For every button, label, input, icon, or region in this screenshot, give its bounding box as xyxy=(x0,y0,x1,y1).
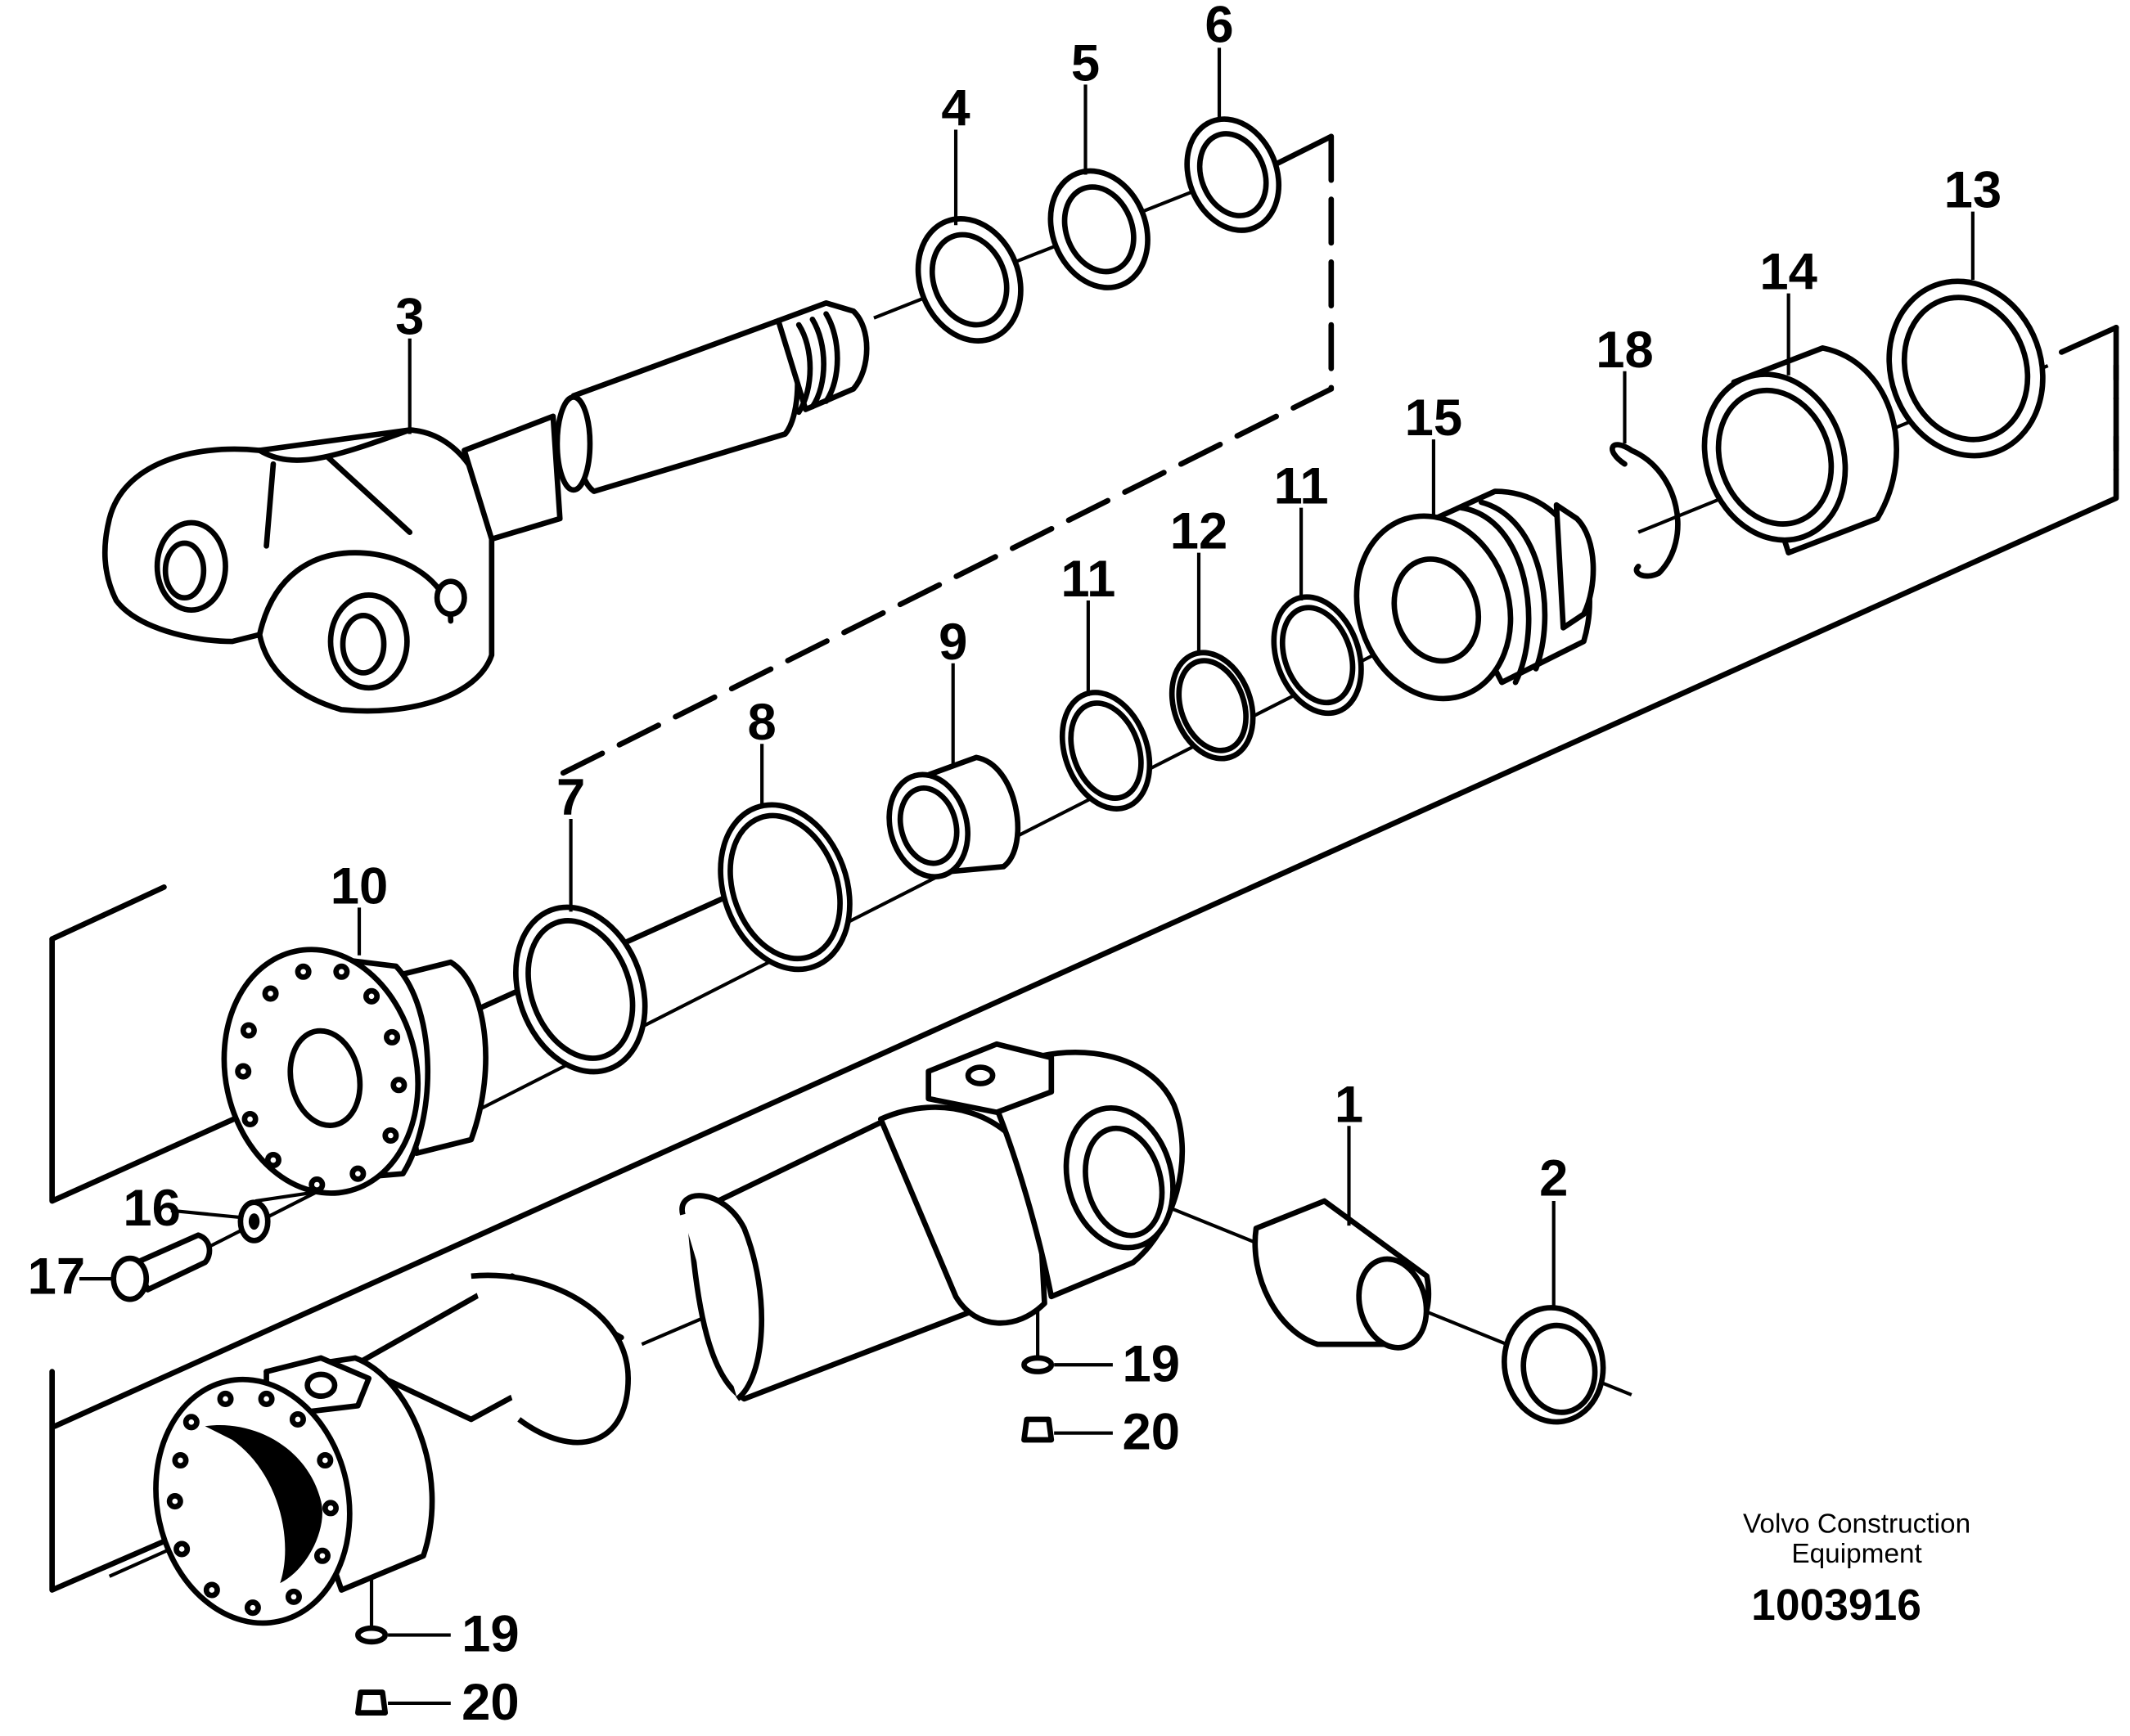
washer-and-bolt xyxy=(110,1199,271,1302)
part-label-6: 6 xyxy=(1205,0,1233,54)
part-label-18: 18 xyxy=(1596,322,1654,379)
part-label-17: 17 xyxy=(28,1248,86,1305)
part-label-11a: 11 xyxy=(1060,551,1115,608)
piston-rod xyxy=(101,300,870,714)
part-labels: 1 2 3 4 5 6 7 8 9 10 11 11 12 13 14 15 1… xyxy=(28,0,2002,1731)
leader-lines xyxy=(79,47,1975,1706)
part-label-3: 3 xyxy=(395,289,424,346)
piston-rings xyxy=(1059,594,1364,812)
cylinder-tube xyxy=(153,1041,1186,1626)
part-label-13: 13 xyxy=(1944,162,2002,219)
piston xyxy=(1353,488,1596,702)
part-label-5: 5 xyxy=(1071,34,1100,92)
part-label-7: 7 xyxy=(556,769,585,826)
part-label-15: 15 xyxy=(1405,389,1463,447)
part-label-20a: 20 xyxy=(1123,1404,1181,1461)
caption: Volvo Construction Equipment 1003916 xyxy=(1743,1509,1970,1630)
part-label-10: 10 xyxy=(331,857,389,915)
part-label-20b: 20 xyxy=(462,1674,520,1731)
part-label-16: 16 xyxy=(123,1180,181,1237)
head-parts xyxy=(1610,278,2046,579)
part-label-12: 12 xyxy=(1170,503,1228,560)
part-label-9: 9 xyxy=(939,614,967,671)
fittings xyxy=(355,1355,1055,1716)
rod-seals xyxy=(915,116,1282,344)
part-label-1: 1 xyxy=(1335,1076,1363,1133)
caption-line-2: Equipment xyxy=(1791,1539,1922,1569)
bushing-9 xyxy=(886,754,1021,880)
caption-line-1: Volvo Construction xyxy=(1743,1509,1970,1539)
tube-bolt-holes xyxy=(166,1390,339,1617)
part-label-19a: 19 xyxy=(1123,1335,1181,1392)
part-label-19b: 19 xyxy=(462,1606,520,1663)
pin-bushing-and-seal xyxy=(1252,1198,1606,1425)
bolt-holes xyxy=(235,963,408,1194)
part-label-2: 2 xyxy=(1539,1149,1568,1207)
part-label-8: 8 xyxy=(748,694,777,751)
part-label-11b: 11 xyxy=(1274,458,1329,515)
seals-7-8 xyxy=(513,802,853,1075)
cylinder-head xyxy=(221,947,489,1196)
drawing-number: 1003916 xyxy=(1751,1581,1921,1630)
part-label-4: 4 xyxy=(941,79,970,137)
part-label-14: 14 xyxy=(1759,244,1817,301)
